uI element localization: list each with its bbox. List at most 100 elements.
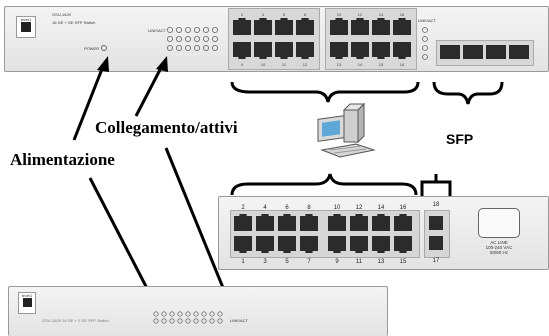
brand-logo: level1 (16, 16, 36, 38)
bottom-brand-logo: level1 (18, 292, 36, 314)
front-port (330, 18, 348, 35)
rear-port (372, 214, 390, 231)
label-link-activity: Collegamento/attivi (95, 118, 238, 137)
led-group-label: LINK/ACT (148, 28, 167, 33)
rear-port (350, 214, 368, 231)
bottom-led (201, 318, 207, 324)
led (203, 35, 210, 42)
label-sfp: SFP (446, 131, 474, 147)
rear-port (278, 214, 296, 231)
link-activity-leds (167, 27, 219, 51)
front-port-number-bottom: 13 (337, 62, 342, 67)
model-description: 16 GE + GE SFP Switch (52, 20, 96, 25)
led (193, 27, 200, 33)
rear-port-number-bottom: 7 (307, 259, 311, 265)
front-port-number-bottom: 15 (379, 62, 384, 67)
computer-icon (317, 102, 376, 158)
bottom-switch (8, 286, 388, 336)
rear-sfp-number-top: 18 (432, 202, 440, 208)
bottom-model-text: GSU-1629 16 GE + 2 GE SFP Switch (42, 318, 109, 323)
led (184, 35, 191, 42)
led (184, 27, 191, 33)
bottom-led (217, 318, 223, 324)
led (193, 44, 200, 51)
bottom-led (177, 318, 183, 324)
rear-port-number-top: 2 (241, 205, 245, 211)
rear-port-number-bottom: 9 (335, 259, 339, 265)
power-socket (478, 208, 520, 238)
front-port (351, 18, 369, 35)
rear-port (234, 214, 252, 231)
sfp-led-label: LINK/ACT (418, 18, 437, 23)
rear-port-number-top: 16 (400, 205, 407, 211)
front-port-number-top: 16 (400, 12, 405, 17)
power-spec-line-1: AC LINE (490, 240, 508, 245)
bottom-led (217, 311, 223, 317)
front-port (372, 42, 390, 59)
sfp-slots (440, 45, 529, 59)
bottom-brand-logo-text: level1 (21, 293, 33, 298)
rear-port (350, 236, 368, 253)
rear-port-number-top: 6 (285, 205, 289, 211)
front-port (275, 42, 293, 59)
rear-port-number-top: 8 (307, 205, 311, 211)
power-led-label: POWER (84, 46, 100, 51)
rear-port (256, 236, 274, 253)
brace-sfp (432, 81, 504, 105)
rear-port (372, 236, 390, 253)
bottom-led (169, 311, 175, 317)
bottom-led (153, 311, 159, 317)
front-port (275, 18, 293, 35)
label-power: Alimentazione (10, 150, 115, 169)
sfp-leds (422, 27, 428, 60)
bottom-led (161, 311, 167, 317)
rear-port-number-bottom: 1 (241, 259, 245, 265)
rear-port (256, 214, 274, 231)
front-port (296, 18, 314, 35)
front-port-number-bottom: 9 (241, 62, 244, 67)
bottom-led (185, 311, 191, 317)
front-port (393, 42, 411, 59)
bottom-led (193, 318, 199, 324)
brace-rear-sfp (420, 174, 452, 196)
led (167, 44, 173, 51)
power-spec: AC LINE 100-240 VAC 50/60 Hz (474, 240, 524, 255)
led (175, 44, 182, 51)
front-port-number-top: 4 (262, 12, 265, 17)
rear-port (278, 236, 296, 253)
rear-sfp-ports (429, 216, 443, 250)
front-port (254, 18, 272, 35)
led (175, 27, 182, 33)
front-port (351, 42, 369, 59)
bottom-led (161, 318, 167, 324)
rear-port (300, 214, 318, 231)
front-port-number-top: 10 (337, 12, 342, 17)
front-port-number-bottom: 10 (261, 62, 266, 67)
bottom-led-label: LINK/ACT (230, 318, 249, 323)
bottom-led (201, 311, 207, 317)
rear-port-number-top: 12 (356, 205, 363, 211)
model-name: GSU-1629 (52, 12, 71, 17)
front-port-number-top: 2 (241, 12, 244, 17)
front-port-number-bottom: 14 (358, 62, 363, 67)
front-port-number-top: 14 (379, 12, 384, 17)
bottom-led (153, 318, 159, 324)
rear-sfp-number-bottom: 17 (432, 258, 440, 264)
bottom-led (209, 311, 215, 317)
front-port (233, 42, 251, 59)
front-port-number-bottom: 16 (400, 62, 405, 67)
rear-port-number-bottom: 15 (400, 259, 407, 265)
led (184, 44, 191, 51)
rear-port-number-bottom: 11 (356, 259, 363, 265)
led (212, 35, 219, 42)
led (212, 27, 219, 33)
bottom-led (193, 311, 199, 317)
power-spec-line-2: 100-240 VAC (485, 245, 513, 250)
bottom-leds (153, 311, 223, 324)
power-spec-line-3: 50/60 Hz (489, 250, 508, 255)
front-port (372, 18, 390, 35)
led (203, 44, 210, 51)
bottom-led (177, 311, 183, 317)
